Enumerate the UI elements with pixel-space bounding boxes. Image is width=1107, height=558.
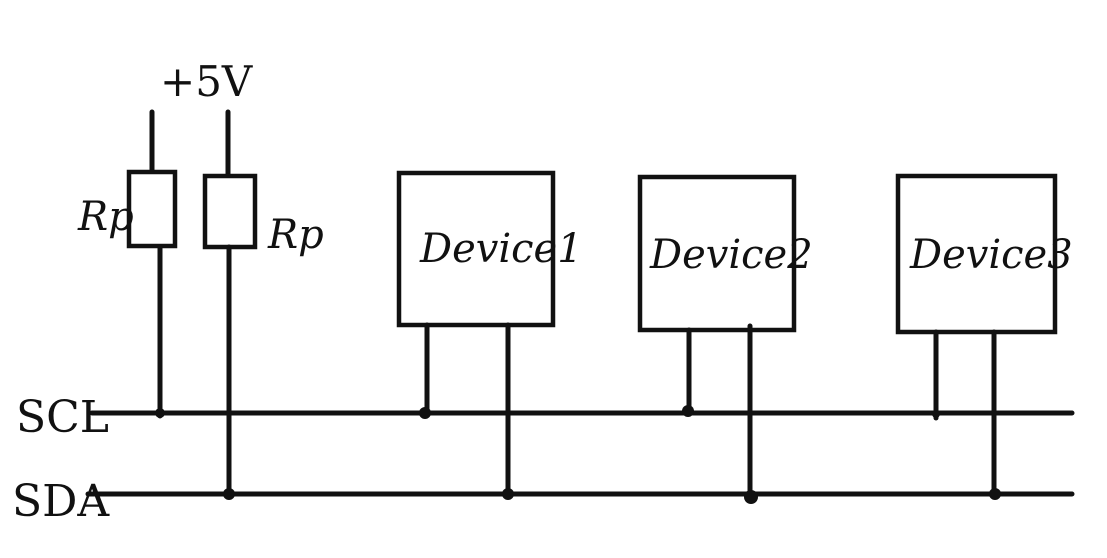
junction-dot	[682, 405, 694, 417]
junction-dot	[223, 488, 235, 500]
device-1-box	[396, 170, 556, 328]
device-3-box	[895, 173, 1058, 335]
junction-dot	[989, 488, 1001, 500]
device-2-box	[637, 174, 797, 333]
sda-label: SDA	[12, 476, 110, 527]
junction-dot	[502, 488, 514, 500]
device-2-label: Device2	[649, 232, 813, 278]
device-3-label: Device3	[909, 232, 1073, 278]
resistor-label-right: Rp	[267, 212, 324, 258]
junction-dot	[744, 490, 758, 504]
pullup-resistor-scl	[126, 169, 178, 249]
junction-dot	[155, 408, 165, 418]
resistor-label-left: Rp	[77, 194, 134, 240]
junction-dot	[419, 407, 431, 419]
scl-label: SCL	[16, 392, 109, 443]
pullup-resistor-sda	[202, 173, 258, 250]
supply-label: +5V	[160, 57, 253, 106]
device-1-label: Device1	[419, 226, 583, 272]
junction-dot	[932, 410, 940, 418]
